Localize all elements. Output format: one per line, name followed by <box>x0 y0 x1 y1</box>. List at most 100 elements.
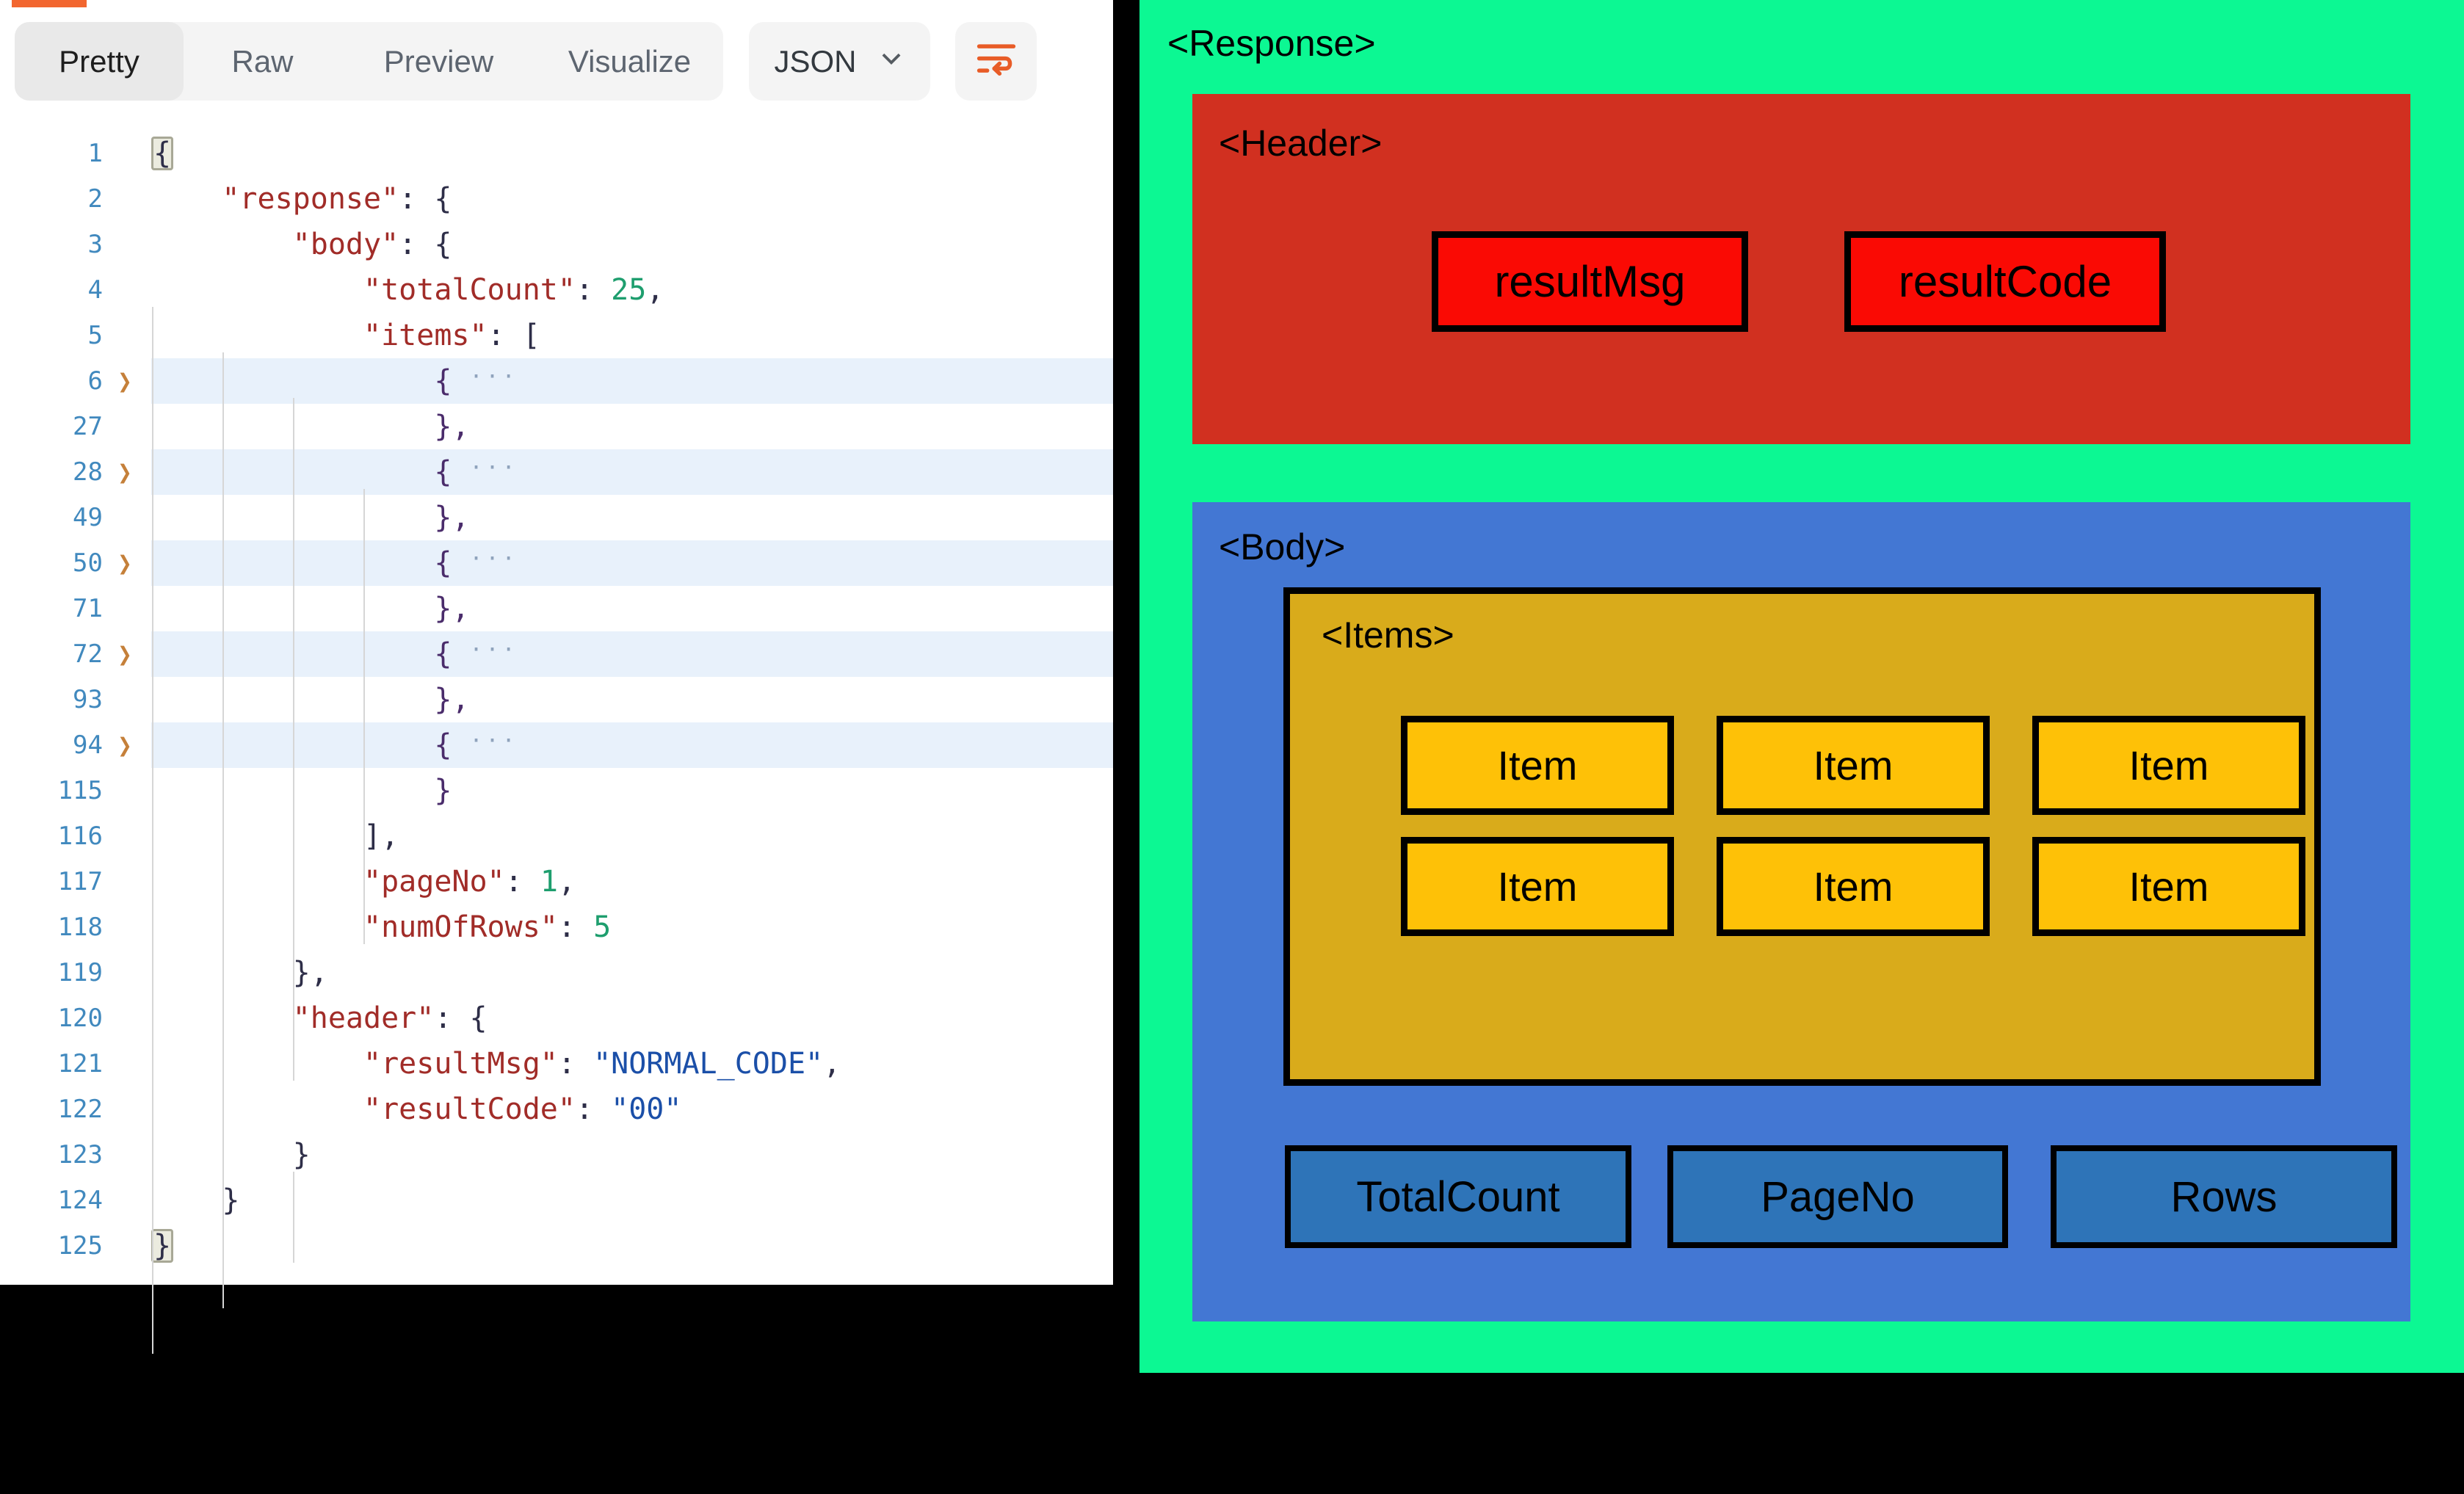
gutter: 119 <box>0 950 151 996</box>
gutter: 5 <box>0 313 151 358</box>
code-token: { <box>434 364 470 398</box>
code-token: "pageNo" <box>363 865 505 899</box>
code-text: ], <box>151 813 1113 859</box>
diagram-items-container <box>1283 587 2321 1086</box>
code-token: }, <box>434 683 470 717</box>
gutter: 121 <box>0 1041 151 1087</box>
gutter: 2 <box>0 176 151 222</box>
code-text: { ··· <box>151 540 1113 586</box>
collapsed-ellipsis[interactable]: ··· <box>469 455 518 481</box>
diagram-items-label: <Items> <box>1322 614 1454 656</box>
line-number: 71 <box>73 594 103 623</box>
gutter: 1 <box>0 131 151 176</box>
code-text: }, <box>151 677 1113 722</box>
code-token <box>151 865 363 899</box>
code-line: 1{ <box>0 131 1113 176</box>
code-text: { ··· <box>151 631 1113 677</box>
line-number: 93 <box>73 685 103 714</box>
code-token: { <box>434 455 470 489</box>
collapsed-ellipsis[interactable]: ··· <box>469 637 518 663</box>
line-number: 1 <box>87 139 103 168</box>
tab-pretty[interactable]: Pretty <box>15 22 184 101</box>
indent-guide <box>363 489 365 944</box>
code-line: 115 } <box>0 768 1113 813</box>
code-token: : [ <box>487 319 540 352</box>
code-line: 2 "response": { <box>0 176 1113 222</box>
code-token: : { <box>399 228 452 261</box>
code-token: }, <box>151 956 328 990</box>
gutter: 49 <box>0 495 151 540</box>
wrap-text-button[interactable] <box>955 22 1037 101</box>
gutter: 28❯ <box>0 449 151 495</box>
gutter: 94❯ <box>0 722 151 768</box>
code-token <box>151 319 363 352</box>
code-line: 94❯ { ··· <box>0 722 1113 768</box>
line-number: 116 <box>57 822 103 851</box>
code-text: } <box>151 1132 1113 1178</box>
code-line: 118 "numOfRows": 5 <box>0 904 1113 950</box>
code-token: 1 <box>540 865 558 899</box>
code-token: ], <box>151 819 399 853</box>
code-token: "totalCount" <box>363 273 576 307</box>
code-text: "totalCount": 25, <box>151 267 1113 313</box>
collapsed-ellipsis[interactable]: ··· <box>469 546 518 572</box>
fold-chevron-icon[interactable]: ❯ <box>117 729 132 761</box>
line-number: 123 <box>57 1140 103 1170</box>
tab-raw[interactable]: Raw <box>231 43 294 79</box>
gutter: 118 <box>0 904 151 950</box>
diagram-item-box: Item <box>2032 837 2305 936</box>
code-text: { ··· <box>151 358 1113 404</box>
code-token <box>151 182 222 216</box>
tab-preview[interactable]: Preview <box>383 43 494 79</box>
line-number: 72 <box>73 639 103 669</box>
code-token <box>151 910 363 944</box>
line-number: 6 <box>87 366 103 396</box>
code-line: 50❯ { ··· <box>0 540 1113 586</box>
gutter: 50❯ <box>0 540 151 586</box>
language-select-dropdown[interactable]: JSON <box>749 22 930 101</box>
collapsed-ellipsis[interactable]: ··· <box>469 728 518 754</box>
code-text: "resultMsg": "NORMAL_CODE", <box>151 1041 1113 1087</box>
code-token: } <box>151 1229 174 1263</box>
diagram-header-container <box>1192 94 2410 444</box>
code-token <box>151 228 293 261</box>
collapsed-ellipsis[interactable]: ··· <box>469 364 518 390</box>
code-text: }, <box>151 404 1113 449</box>
tab-visualize[interactable]: Visualize <box>568 43 692 79</box>
gutter: 72 ❯ <box>0 631 151 677</box>
code-text: "numOfRows": 5 <box>151 904 1113 950</box>
code-text: { <box>151 131 1113 176</box>
code-token: }, <box>434 501 470 534</box>
code-line: 119 }, <box>0 950 1113 996</box>
fold-chevron-icon[interactable]: ❯ <box>117 456 132 488</box>
code-token <box>151 364 434 398</box>
code-token: "NORMAL_CODE" <box>593 1047 824 1081</box>
code-token: : <box>557 910 594 944</box>
gutter: 125 <box>0 1223 151 1269</box>
code-token: "header" <box>292 1001 435 1035</box>
json-code-editor[interactable]: 1{2 "response": {3 "body": {4 "totalCoun… <box>0 131 1113 1354</box>
code-line: 121 "resultMsg": "NORMAL_CODE", <box>0 1041 1113 1087</box>
line-number: 3 <box>87 230 103 259</box>
fold-chevron-icon[interactable]: ❯ <box>117 638 132 670</box>
gutter: 115 <box>0 768 151 813</box>
code-token: : <box>575 273 612 307</box>
line-number: 117 <box>57 867 103 896</box>
code-line: 120 "header": { <box>0 996 1113 1041</box>
indent-guide <box>152 307 153 1354</box>
gutter: 122 <box>0 1087 151 1132</box>
fold-chevron-icon[interactable]: ❯ <box>117 365 132 397</box>
code-line: 122 "resultCode": "00" <box>0 1087 1113 1132</box>
fold-chevron-icon[interactable]: ❯ <box>117 547 132 579</box>
code-token: "resultCode" <box>363 1092 576 1126</box>
code-token: : <box>575 1092 612 1126</box>
code-text: "resultCode": "00" <box>151 1087 1113 1132</box>
code-token: 5 <box>593 910 612 944</box>
code-line: 123 } <box>0 1132 1113 1178</box>
code-text: } <box>151 1178 1113 1223</box>
code-text: "items": [ <box>151 313 1113 358</box>
code-text: }, <box>151 950 1113 996</box>
diagram-item-box: Item <box>1401 837 1674 936</box>
code-text: { ··· <box>151 722 1113 768</box>
